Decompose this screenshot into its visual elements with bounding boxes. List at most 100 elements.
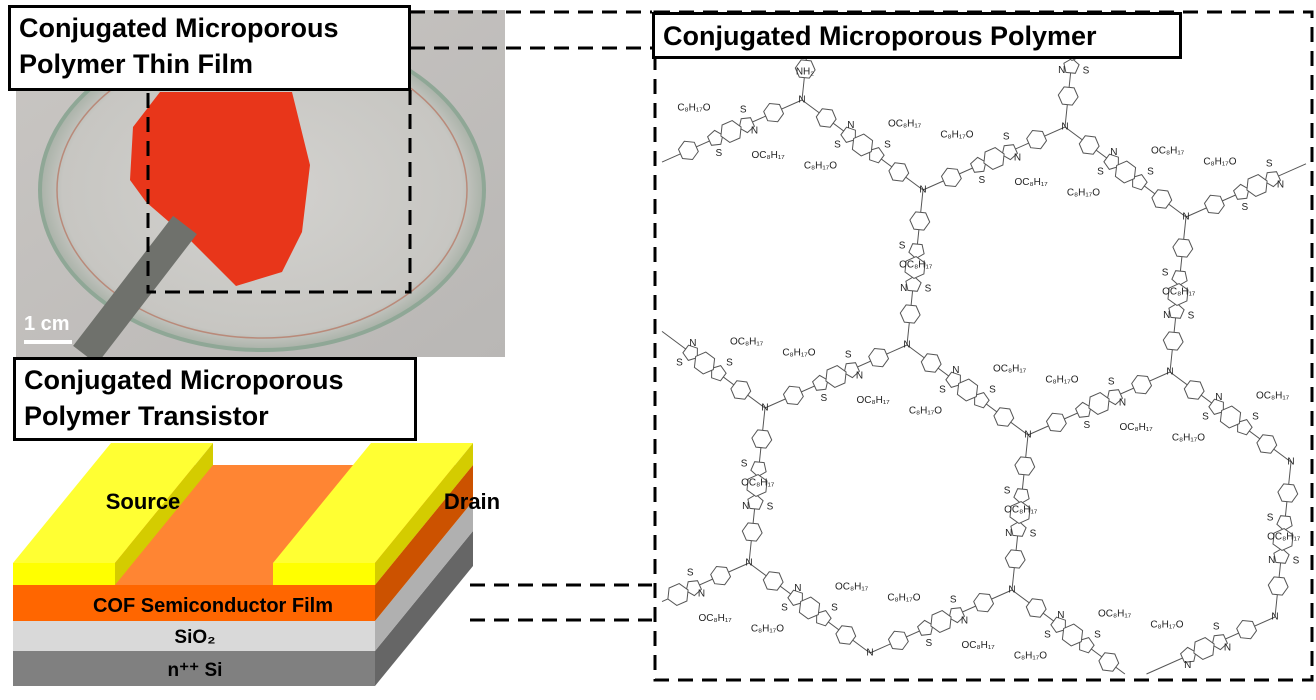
alkoxy-label: OC₈H₁₇ xyxy=(888,119,922,130)
alkoxy-label: C₈H₁₇O xyxy=(751,624,784,635)
alkoxy-label: OC₈H₁₇ xyxy=(752,150,786,161)
alkoxy-label: C₈H₁₇O xyxy=(1172,433,1205,444)
sulfur-label: S xyxy=(1241,202,1248,213)
thiophene-ring xyxy=(1001,144,1019,161)
benzene-core-ring xyxy=(904,256,926,279)
alkoxy-label: OC₈H₁₇ xyxy=(730,337,764,348)
polymer-dashed-box xyxy=(653,10,1314,682)
scale-bar-label: 1 cm xyxy=(24,313,70,335)
terminal-amine-label: NH₂ xyxy=(796,67,814,78)
phenyl-ring xyxy=(1183,380,1205,400)
amine-n-label: N xyxy=(919,185,926,196)
sulfur-label: S xyxy=(676,358,683,369)
imine-n-label: N xyxy=(856,371,863,382)
benzene-core-ring xyxy=(1219,405,1242,429)
sulfur-label: S xyxy=(1003,131,1010,142)
benzene-core-ring xyxy=(746,474,768,497)
thiophene-ring xyxy=(905,275,922,292)
si-front-face xyxy=(13,651,375,686)
alkoxy-label: OC₈H₁₇ xyxy=(1256,391,1290,402)
thiophene-ring xyxy=(1063,57,1080,74)
imine-n-label: N xyxy=(689,338,696,349)
scale-bar xyxy=(24,340,72,344)
thiophene-ring xyxy=(974,392,990,409)
phenyl-ring xyxy=(909,211,931,231)
benzene-core-ring xyxy=(720,120,742,143)
alkoxy-label: OC₈H₁₇ xyxy=(1004,504,1038,515)
phenyl-ring xyxy=(1151,189,1173,209)
phenyl-ring xyxy=(1004,549,1026,569)
alkoxy-label: OC₈H₁₇ xyxy=(1267,531,1301,542)
polymer-structure-labels: NH₂NNNNNNNNNNNNNOC₈H₁₇SNOC₈H₁₇C₈H₁₇OSSNO… xyxy=(676,65,1301,671)
imine-n-label: N xyxy=(900,283,907,294)
imine-n-label: N xyxy=(1215,392,1222,403)
drain-top-face xyxy=(273,443,473,563)
imine-n-label: N xyxy=(1110,147,1117,158)
thiophene-ring xyxy=(1276,515,1293,532)
sulfur-label: S xyxy=(1252,412,1259,423)
thiophene-ring xyxy=(945,371,961,388)
phenyl-ring xyxy=(794,59,816,79)
polymer-label-box: Conjugated Microporous Polymer xyxy=(652,12,1182,59)
phenyl-ring xyxy=(1025,598,1047,618)
thiophene-ring xyxy=(908,243,925,260)
amine-n-label: N xyxy=(1166,367,1173,378)
sulfur-label: S xyxy=(1097,167,1104,178)
cof-front-face xyxy=(13,585,375,621)
phenyl-ring xyxy=(1172,238,1194,258)
sulfur-label: S xyxy=(950,594,957,605)
thiophene-ring xyxy=(1211,634,1229,651)
imine-n-label: N xyxy=(1119,398,1126,409)
sulfur-label: S xyxy=(1083,420,1090,431)
imine-n-label: N xyxy=(847,120,854,131)
sulfur-label: S xyxy=(845,349,852,360)
benzene-core-ring xyxy=(851,133,874,157)
alkoxy-label: OC₈H₁₇ xyxy=(1162,286,1196,297)
benzene-core-ring xyxy=(956,378,979,402)
sulfur-label: S xyxy=(687,567,694,578)
amine-n-label: N xyxy=(798,95,805,106)
benzene-core-ring xyxy=(1167,283,1189,306)
sulfur-label: S xyxy=(978,175,985,186)
sulfur-label: S xyxy=(1083,66,1090,77)
amine-n-label: N xyxy=(903,340,910,351)
thiophene-ring xyxy=(969,156,987,173)
drain-side-face xyxy=(375,443,473,585)
source-front-face xyxy=(13,563,115,585)
thiophene-ring xyxy=(1050,616,1066,633)
thin-film-label-box: Conjugated Microporous Polymer Thin Film xyxy=(8,5,411,91)
phenyl-ring xyxy=(1098,652,1120,672)
sulfur-label: S xyxy=(925,638,932,649)
phenyl-ring xyxy=(1203,194,1225,215)
thiophene-ring xyxy=(843,362,861,379)
amine-n-label: N xyxy=(1182,212,1189,223)
benzene-core-ring xyxy=(983,147,1005,170)
benzene-core-ring xyxy=(825,365,847,388)
alkoxy-label: C₈H₁₇O xyxy=(1203,156,1236,167)
alkoxy-label: OC₈H₁₇ xyxy=(699,613,733,624)
imine-n-label: N xyxy=(961,616,968,627)
phenyl-ring xyxy=(782,385,804,406)
alkoxy-label: C₈H₁₇O xyxy=(1045,374,1078,385)
thiophene-ring xyxy=(840,126,856,143)
source-side-face xyxy=(115,443,213,585)
polymer-structure-bonds xyxy=(661,17,1307,675)
phenyl-ring xyxy=(677,140,699,161)
sulfur-label: S xyxy=(1147,167,1154,178)
imine-n-label: N xyxy=(698,589,705,600)
sulfur-label: S xyxy=(740,104,747,115)
thiophene-ring xyxy=(1103,153,1119,170)
sio2-side-face xyxy=(375,501,473,651)
imine-n-label: N xyxy=(1057,610,1064,621)
phenyl-ring xyxy=(993,407,1015,427)
thiophene-ring xyxy=(1168,302,1185,319)
phenyl-ring xyxy=(1256,434,1278,454)
transistor-label-box: Conjugated Microporous Polymer Transisto… xyxy=(13,357,417,441)
source-label: Source xyxy=(106,489,181,514)
phenyl-ring xyxy=(762,571,784,591)
drain-label: Drain xyxy=(444,489,500,514)
phenyl-ring xyxy=(1267,576,1289,596)
amine-n-label: N xyxy=(1271,612,1278,623)
drain-front-face xyxy=(273,563,375,585)
alkoxy-label: C₈H₁₇O xyxy=(782,347,815,358)
